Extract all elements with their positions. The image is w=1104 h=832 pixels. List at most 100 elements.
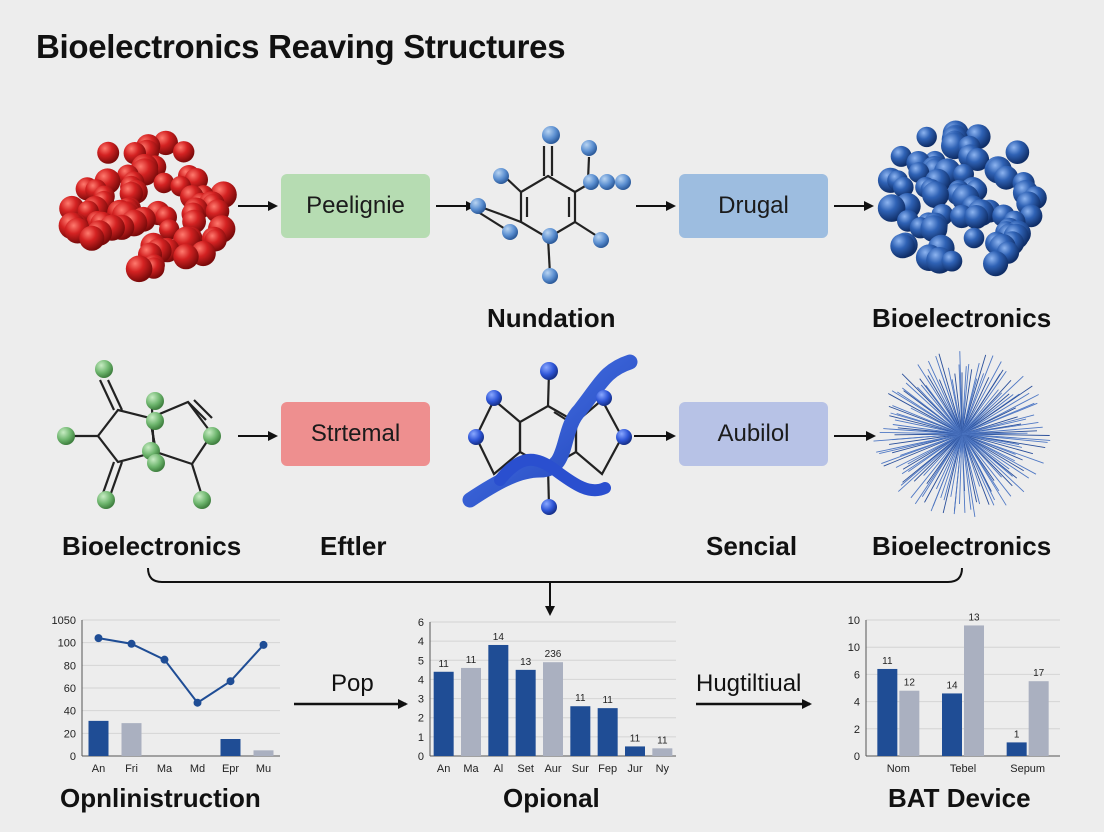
fiber-line (961, 375, 1024, 435)
fiber-line (961, 433, 1030, 479)
fiber-line (961, 354, 987, 435)
process-box-drugal[interactable]: Drugal (679, 174, 828, 238)
bar (461, 667, 481, 756)
fiber-line (961, 433, 976, 517)
bar (543, 662, 563, 756)
bar (515, 669, 536, 756)
label-nundation: Nundation (487, 303, 616, 333)
y-tick-label: 20 (64, 728, 76, 740)
process-box-label: Aubilol (717, 420, 790, 447)
fiber-line (951, 379, 963, 435)
data-label: 11 (438, 659, 449, 670)
sphere (97, 141, 120, 164)
fiber-line (961, 407, 1016, 435)
fiber-line (961, 433, 1025, 493)
bar (88, 720, 109, 756)
sphere (173, 243, 199, 270)
data-label: 11 (882, 656, 893, 667)
data-label: 236 (545, 649, 562, 660)
bar (220, 739, 241, 756)
fiber-line (873, 433, 963, 442)
fiber-line (927, 368, 963, 435)
fiber-line (900, 433, 963, 456)
blue-atom-group (470, 126, 631, 284)
process-box-peelignie[interactable]: Peelignie (281, 174, 430, 238)
x-tick-label: Ma (157, 763, 173, 775)
y-tick-label: 5 (418, 655, 424, 667)
y-tick-label: 60 (64, 683, 76, 695)
hexagon-molecule-icon (474, 146, 601, 275)
line-point (259, 640, 268, 649)
sphere (922, 181, 949, 209)
sphere (1005, 140, 1030, 164)
x-tick-label: Mu (256, 763, 271, 775)
fiber-line (927, 375, 963, 435)
fiber-line (940, 433, 963, 499)
x-tick-label: An (437, 763, 450, 775)
fiber-line (959, 433, 963, 505)
fiber-line (943, 433, 963, 501)
sphere (964, 205, 989, 229)
process-box-label: Strtemal (310, 420, 401, 447)
data-label: 11 (630, 733, 641, 744)
bar (1006, 742, 1027, 756)
line-point (127, 639, 136, 648)
line-point (226, 677, 235, 686)
fiber-line (961, 389, 999, 435)
fiber-line (961, 433, 1048, 443)
flow-label-hugtiltiual: Hugtiltiual (696, 670, 802, 697)
fiber-line (961, 433, 1022, 448)
fiber-line (961, 433, 1037, 475)
data-label: 14 (493, 632, 505, 643)
label-bioelectronics-row1: Bioelectronics (872, 303, 1052, 333)
sphere (173, 141, 195, 163)
y-tick-label: 0 (854, 751, 860, 763)
process-box-strtemal[interactable]: Strtemal (281, 402, 430, 466)
fiber-line (961, 433, 972, 510)
fiber-line (961, 433, 978, 503)
data-label: 11 (575, 693, 586, 704)
fiber-line (961, 433, 1034, 455)
x-tick-label: Md (190, 763, 205, 775)
data-label: 11 (602, 695, 613, 706)
fiber-line (961, 418, 1027, 435)
flow-label-pop: Pop (331, 670, 374, 697)
fiber-line (961, 433, 1013, 477)
fiber-line (910, 433, 963, 499)
y-tick-label: 2 (854, 724, 860, 736)
series-line (98, 637, 265, 705)
data-label: 12 (904, 678, 916, 689)
bar (877, 668, 898, 756)
bar (570, 706, 591, 756)
fiber-line (879, 431, 963, 435)
bar (1028, 681, 1049, 756)
data-label: 1 (1014, 729, 1020, 740)
x-tick-label: Aur (544, 763, 561, 775)
data-label: 11 (657, 735, 668, 746)
y-tick-label: 40 (64, 706, 76, 718)
data-label: 13 (520, 657, 532, 668)
bar (488, 644, 509, 756)
x-tick-label: Epr (222, 763, 239, 775)
fiber-line (961, 377, 990, 435)
process-box-aubilol[interactable]: Aubilol (679, 402, 828, 466)
fiber-line (905, 382, 963, 435)
label-bioelectronics-row2-right: Bioelectronics (872, 531, 1052, 561)
line-point (94, 634, 103, 643)
fiber-line (961, 392, 1003, 435)
fiber-line (892, 424, 963, 435)
bar (625, 746, 645, 756)
fiber-line (961, 361, 1002, 435)
fiber-line (896, 413, 963, 435)
red-sphere-cluster-icon (58, 130, 237, 283)
fiber-line (938, 379, 963, 435)
fiber-line (876, 433, 963, 453)
x-tick-label: Set (517, 763, 534, 775)
fiber-line (889, 433, 963, 445)
bar (942, 693, 962, 756)
fiber-line (935, 433, 963, 490)
tube-molecule-icon (462, 354, 638, 515)
y-tick-label: 1050 (52, 615, 76, 627)
bar (652, 748, 673, 756)
